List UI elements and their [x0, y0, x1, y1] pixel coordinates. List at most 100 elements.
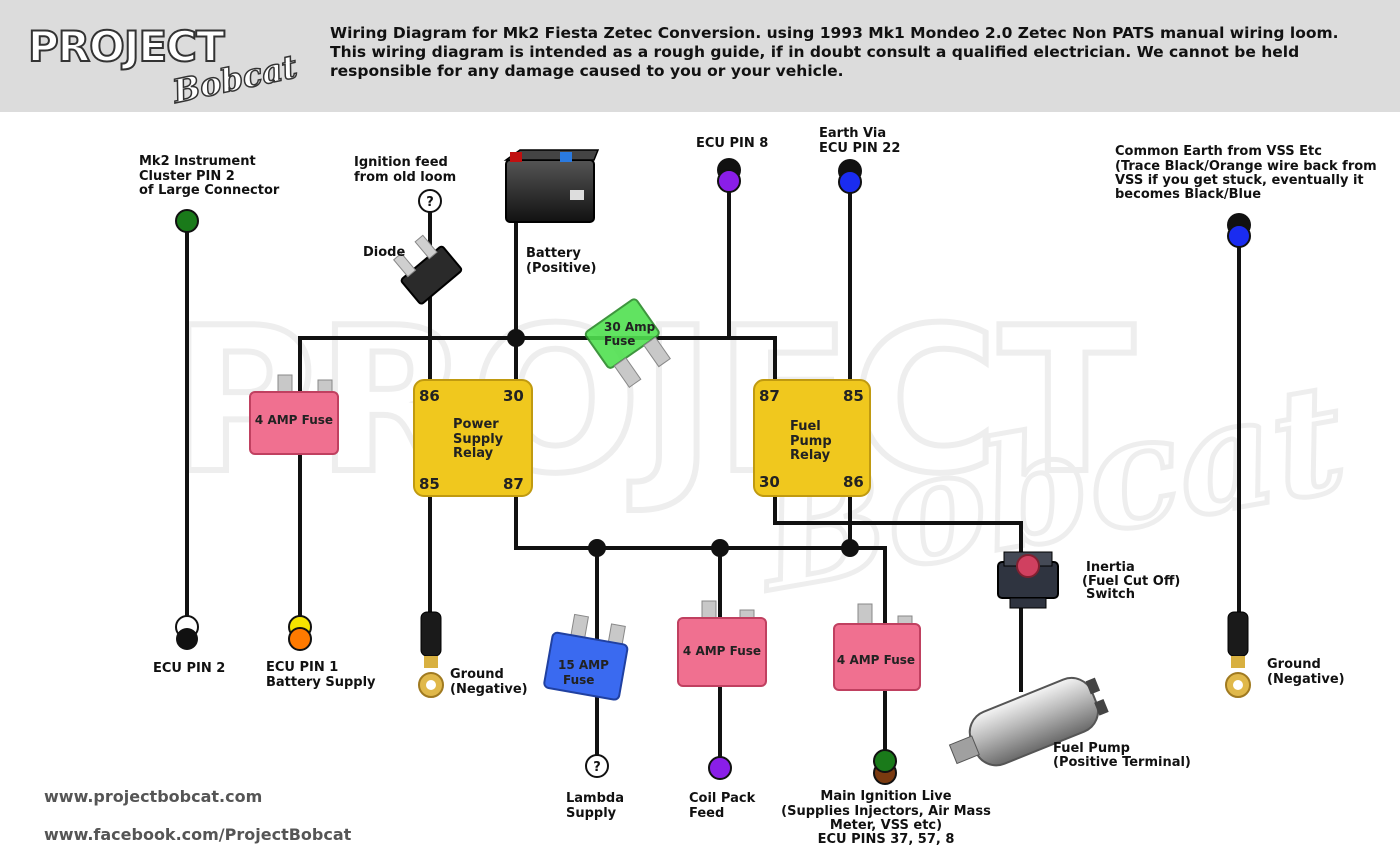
- svg-text:(Positive Terminal): (Positive Terminal): [1053, 755, 1191, 770]
- label-ecu-pin8: ECU PIN 8: [696, 136, 768, 151]
- svg-text:?: ?: [426, 195, 434, 210]
- svg-text:Power: Power: [453, 417, 499, 432]
- svg-text:VSS if you get stuck, eventual: VSS if you get stuck, eventually it: [1115, 173, 1364, 188]
- fuse-15-amp-label-2: Fuse: [563, 673, 594, 687]
- svg-text:Ground: Ground: [450, 667, 504, 682]
- svg-text:Ignition feed: Ignition feed: [354, 155, 448, 170]
- fuse-30-amp-label-1: 30 Amp: [604, 320, 656, 334]
- diode-icon: [393, 234, 463, 305]
- label-diode: Diode: [363, 245, 405, 260]
- footer-website[interactable]: www.projectbobcat.com: [44, 787, 263, 806]
- header-disclaimer: Wiring Diagram for Mk2 Fiesta Zetec Conv…: [330, 24, 1380, 81]
- terminal-coil-pack: [708, 756, 732, 780]
- label-earth-via: Earth Via ECU PIN 22: [819, 126, 900, 156]
- power-supply-relay: 86 30 85 87 Power Supply Relay: [413, 379, 533, 497]
- svg-text:(Negative): (Negative): [450, 682, 528, 697]
- svg-text:4 AMP Fuse: 4 AMP Fuse: [255, 413, 333, 427]
- label-lambda: Lambda Supply: [566, 791, 624, 821]
- svg-text:85: 85: [419, 475, 440, 493]
- svg-text:Switch: Switch: [1086, 587, 1135, 602]
- svg-text:Main Ignition Live: Main Ignition Live: [820, 789, 951, 804]
- terminal-lambda: ?: [585, 754, 609, 778]
- svg-text:30: 30: [503, 387, 524, 405]
- terminal-common-earth: [1227, 213, 1251, 248]
- fuel-pump-icon: [948, 676, 1109, 767]
- svg-text:Inertia: Inertia: [1086, 560, 1135, 575]
- svg-text:Relay: Relay: [790, 448, 831, 463]
- project-bobcat-logo: PROJECT Bobcat: [22, 18, 301, 111]
- svg-text:Pump: Pump: [790, 434, 832, 449]
- logo-main-text: PROJECT: [27, 21, 226, 72]
- fuse-4-amp-coil: 4 AMP Fuse: [677, 600, 767, 687]
- svg-text:87: 87: [503, 475, 524, 493]
- label-fuel-pump: Fuel Pump (Positive Terminal): [1053, 741, 1191, 770]
- svg-text:(Trace Black/Orange wire back: (Trace Black/Orange wire back from: [1115, 159, 1377, 174]
- svg-text:ECU PINS 37, 57, 8: ECU PINS 37, 57, 8: [818, 832, 955, 847]
- svg-text:?: ?: [593, 760, 601, 775]
- fuse-4-amp-ignition: 4 AMP Fuse: [833, 603, 921, 691]
- ground-terminal-right-icon: [1225, 611, 1251, 698]
- terminal-main-ignition: [873, 749, 897, 785]
- label-ecu-pin1: ECU PIN 1 Battery Supply: [266, 660, 376, 690]
- svg-text:(Supplies Injectors, Air Mass: (Supplies Injectors, Air Mass: [781, 804, 991, 819]
- fuse-30-amp: [584, 298, 671, 388]
- svg-text:Battery Supply: Battery Supply: [266, 675, 376, 690]
- svg-text:Supply: Supply: [566, 806, 617, 821]
- wiring-diagram: PROJECT Bobcat ?: [139, 126, 1377, 847]
- label-inertia: Inertia (Fuel Cut Off) Switch: [1082, 560, 1180, 602]
- svg-text:Common Earth from VSS Etc: Common Earth from VSS Etc: [1115, 144, 1322, 159]
- svg-text:from old loom: from old loom: [354, 170, 456, 185]
- svg-text:4 AMP Fuse: 4 AMP Fuse: [683, 644, 761, 658]
- svg-text:Cluster PIN 2: Cluster PIN 2: [139, 169, 235, 184]
- label-coil-pack: Coil Pack Feed: [689, 791, 756, 821]
- svg-text:85: 85: [843, 387, 864, 405]
- label-ignition-feed: Ignition feed from old loom: [354, 155, 456, 185]
- svg-text:Fuel: Fuel: [790, 419, 821, 434]
- label-common-earth: Common Earth from VSS Etc (Trace Black/O…: [1115, 144, 1377, 202]
- terminal-ecu-pin8: [717, 158, 741, 193]
- terminal-mk2-instrument-green: [175, 209, 199, 233]
- label-ground-left: Ground (Negative): [450, 667, 528, 697]
- svg-text:30: 30: [759, 473, 780, 491]
- junction-dots: [507, 329, 859, 557]
- terminal-ecu-pin22: [838, 159, 862, 194]
- svg-text:Relay: Relay: [453, 446, 494, 461]
- svg-text:4 AMP Fuse: 4 AMP Fuse: [837, 653, 915, 667]
- header-line-1: Wiring Diagram for Mk2 Fiesta Zetec Conv…: [330, 24, 1339, 42]
- header-line-3: responsible for any damage caused to you…: [330, 62, 844, 80]
- svg-text:87: 87: [759, 387, 780, 405]
- inertia-switch-icon: [997, 551, 1059, 609]
- svg-text:ECU PIN 22: ECU PIN 22: [819, 141, 900, 156]
- svg-text:(Positive): (Positive): [526, 261, 597, 276]
- svg-text:Coil Pack: Coil Pack: [689, 791, 756, 806]
- svg-text:Lambda: Lambda: [566, 791, 624, 806]
- label-main-ignition: Main Ignition Live (Supplies Injectors, …: [781, 789, 991, 847]
- label-ecu-pin2: ECU PIN 2: [153, 661, 225, 676]
- svg-text:becomes Black/Blue: becomes Black/Blue: [1115, 187, 1261, 202]
- svg-text:Feed: Feed: [689, 806, 724, 821]
- battery-icon: [503, 149, 600, 223]
- svg-text:86: 86: [419, 387, 440, 405]
- svg-text:ECU PIN 1: ECU PIN 1: [266, 660, 338, 675]
- footer-facebook[interactable]: www.facebook.com/ProjectBobcat: [44, 825, 352, 844]
- svg-text:Earth Via: Earth Via: [819, 126, 886, 141]
- svg-text:Battery: Battery: [526, 246, 581, 261]
- terminal-ecu-pin2: [175, 615, 199, 650]
- fuse-15-amp: [543, 613, 629, 701]
- fuse-15-amp-label-1: 15 AMP: [558, 658, 609, 672]
- terminal-ecu-pin1: [288, 615, 312, 651]
- svg-text:Ground: Ground: [1267, 657, 1321, 672]
- svg-text:Mk2 Instrument: Mk2 Instrument: [139, 154, 256, 169]
- svg-text:Meter, VSS etc): Meter, VSS etc): [830, 818, 942, 833]
- svg-text:(Fuel Cut Off): (Fuel Cut Off): [1082, 574, 1180, 589]
- header-banner: PROJECT Bobcat Wiring Diagram for Mk2 Fi…: [0, 0, 1400, 112]
- header-line-2: This wiring diagram is intended as a rou…: [330, 43, 1300, 61]
- svg-text:86: 86: [843, 473, 864, 491]
- label-mk2-instrument: Mk2 Instrument Cluster PIN 2 of Large Co…: [139, 154, 280, 198]
- label-ground-right: Ground (Negative): [1267, 657, 1345, 687]
- svg-text:Fuel Pump: Fuel Pump: [1053, 741, 1130, 756]
- ground-terminal-left-icon: [418, 611, 444, 698]
- svg-text:Supply: Supply: [453, 432, 504, 447]
- terminal-ignition-feed: ?: [418, 189, 442, 213]
- fuse-30-amp-label-2: Fuse: [604, 334, 635, 348]
